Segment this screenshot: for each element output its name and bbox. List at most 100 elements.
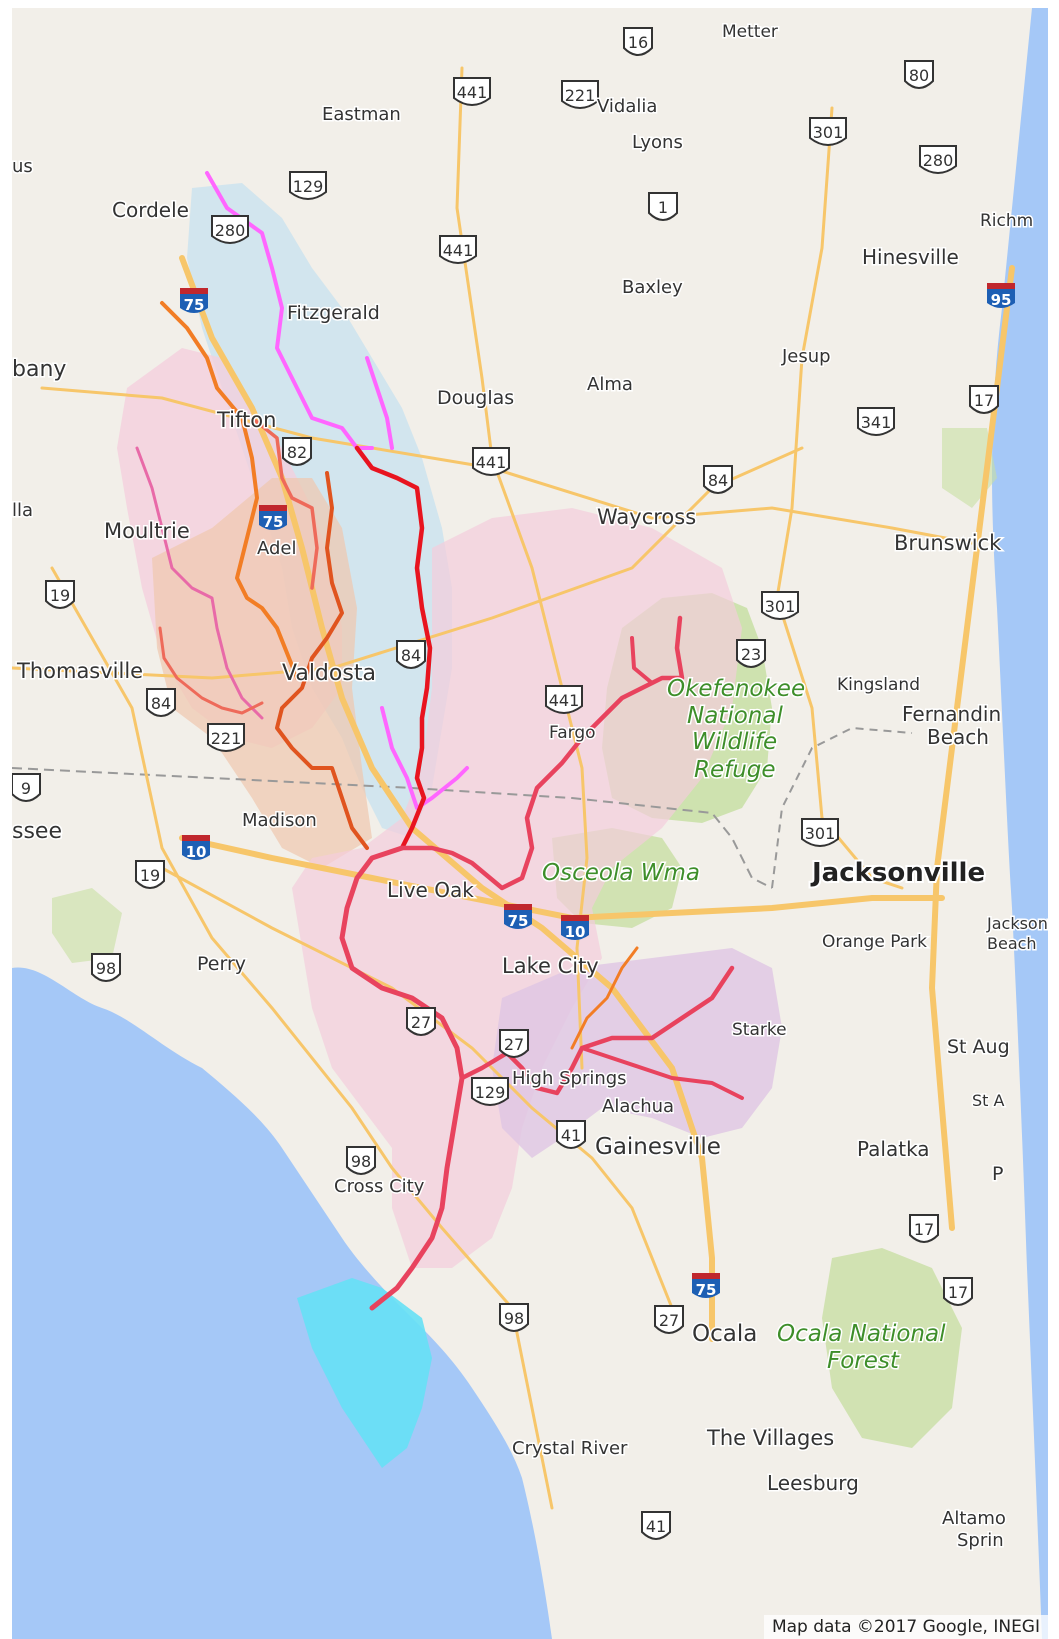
interstate-shield: 75 — [504, 904, 532, 930]
us-route-shield: 19 — [135, 860, 165, 889]
interstate-shield: 75 — [180, 288, 208, 314]
place-label: bany — [12, 357, 66, 382]
river-darkorange — [275, 471, 369, 850]
gulf-water — [12, 967, 552, 1639]
place-label: Moultrie — [104, 519, 190, 543]
place-label: Fargo — [549, 723, 596, 743]
place-label: Metter — [722, 22, 778, 42]
i75-highway — [179, 255, 715, 1342]
interstate-number: 75 — [184, 296, 205, 314]
place-label: Valdosta — [282, 661, 376, 686]
place-label: Vidalia — [597, 96, 657, 117]
us-route-number: 17 — [914, 1220, 934, 1239]
place-label: Cross City — [334, 1176, 425, 1197]
map-attribution: Map data ©2017 Google, INEGI — [763, 1615, 1048, 1639]
place-label: Gainesville — [595, 1134, 721, 1160]
us-route-number: 129 — [293, 177, 324, 196]
interstate-number: 75 — [696, 1281, 717, 1299]
us-route-shield: 441 — [472, 447, 510, 476]
us-route-shield: 82 — [282, 437, 312, 466]
place-label: lla — [12, 500, 33, 521]
us-route-shield: 23 — [736, 639, 766, 668]
us-route-number: 301 — [765, 597, 796, 616]
us-route-shield: 80 — [904, 60, 934, 89]
us-route-number: 221 — [211, 729, 242, 748]
us-route-number: 221 — [565, 86, 596, 105]
us-route-shield: 9 — [12, 773, 41, 802]
us-route-number: 98 — [96, 959, 116, 978]
place-label: Beach — [987, 934, 1037, 953]
place-label: us — [12, 156, 33, 177]
place-label: Richm — [980, 211, 1033, 231]
place-label: P — [992, 1163, 1003, 1185]
park-label: Wildlife — [692, 729, 777, 755]
river-magenta-lower — [380, 706, 469, 810]
place-label: Jacksonville — [810, 858, 985, 888]
interstate-shield: 10 — [182, 835, 210, 861]
us-route-number: 23 — [741, 645, 761, 664]
estuary-area — [297, 1278, 432, 1468]
place-label: Palatka — [857, 1137, 930, 1161]
us-route-shield: 16 — [623, 27, 653, 56]
place-label: Altamo — [942, 1508, 1006, 1529]
place-label: Crystal River — [512, 1438, 628, 1459]
us82-road — [40, 386, 974, 545]
place-label: Baxley — [622, 277, 683, 298]
interstate-number: 10 — [186, 843, 207, 861]
us441-road — [455, 66, 589, 1070]
us-route-shield: 27 — [499, 1029, 529, 1058]
us-route-shield: 19 — [45, 580, 75, 609]
interstate-number: 10 — [565, 923, 586, 941]
river-magenta-branch — [365, 356, 394, 450]
us-route-shield: 27 — [406, 1007, 436, 1036]
place-label: Alachua — [602, 1096, 674, 1117]
park-label: Refuge — [694, 757, 776, 783]
place-label: Beach — [927, 725, 989, 749]
us-route-number: 41 — [646, 1517, 666, 1536]
interstate-shield: 10 — [561, 915, 589, 941]
place-label: Fitzgerald — [287, 302, 380, 324]
place-label: St Aug — [947, 1036, 1010, 1058]
us-route-number: 301 — [813, 123, 844, 142]
us-route-shield: 17 — [943, 1277, 973, 1306]
river-orange-santa-fe — [570, 946, 639, 1050]
us-route-number: 16 — [628, 33, 648, 52]
place-label: St A — [972, 1091, 1005, 1110]
river-network — [135, 171, 744, 1311]
us-route-shield: 84 — [146, 688, 176, 717]
river-orange-alapaha — [160, 301, 299, 680]
us-route-number: 129 — [475, 1083, 506, 1102]
us-route-number: 280 — [923, 151, 954, 170]
us-route-shield: 41 — [641, 1511, 671, 1540]
park-label: Ocala National — [777, 1321, 946, 1347]
us-route-shield: 221 — [207, 723, 245, 752]
interstate-number: 75 — [508, 912, 529, 930]
place-label: Leesburg — [767, 1471, 859, 1495]
place-label: Madison — [242, 810, 317, 831]
park-label: National — [687, 703, 783, 729]
us-route-number: 41 — [561, 1126, 581, 1145]
us-route-number: 9 — [21, 779, 31, 798]
us-route-shield: 17 — [969, 385, 999, 414]
place-label: High Springs — [512, 1068, 627, 1089]
river-crimson-upper — [399, 615, 685, 891]
us-route-number: 17 — [974, 391, 994, 410]
place-label: Lyons — [632, 132, 683, 153]
us-route-number: 80 — [909, 66, 929, 85]
us-route-shield: 280 — [211, 215, 249, 244]
us-route-number: 441 — [457, 83, 488, 102]
place-label: Starke — [732, 1020, 787, 1040]
place-label: The Villages — [706, 1426, 834, 1450]
park-label: Okefenokee — [667, 676, 805, 702]
interstate-number: 95 — [991, 291, 1012, 309]
place-label: Fernandin — [902, 702, 1001, 726]
us-route-number: 84 — [401, 646, 421, 665]
place-label: Live Oak — [387, 878, 474, 902]
us-route-number: 27 — [411, 1013, 431, 1032]
us-route-number: 1 — [658, 198, 668, 217]
us-route-number: 84 — [708, 471, 728, 490]
place-label: Lake City — [502, 954, 599, 978]
